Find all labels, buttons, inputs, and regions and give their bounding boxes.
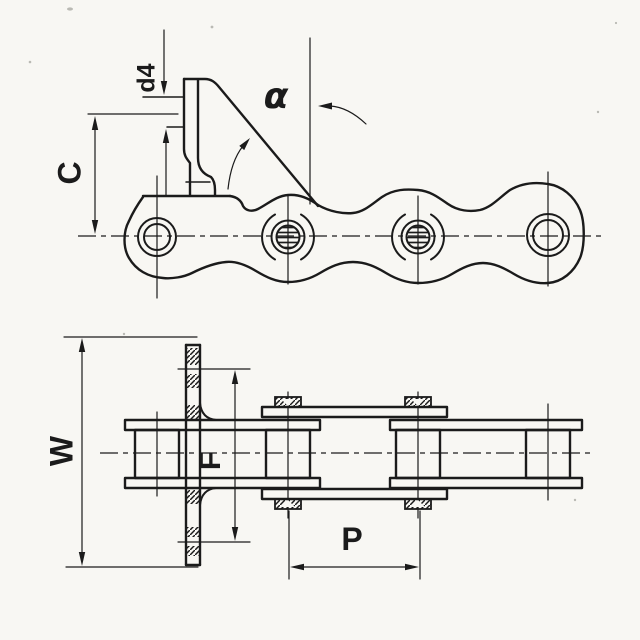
side-view: d4 C α xyxy=(51,29,606,299)
dim-label-w: W xyxy=(43,435,79,466)
inner-plates xyxy=(123,418,584,490)
lug-slope-edge xyxy=(182,77,320,208)
outer-plates xyxy=(260,405,449,501)
dim-label-d4: d4 xyxy=(133,63,161,92)
dim-label-c: C xyxy=(51,161,87,184)
plan-view: W F P xyxy=(43,336,592,580)
lug-left-edge xyxy=(182,77,192,197)
roller-left xyxy=(137,217,177,257)
bend-fillet-bottom xyxy=(199,487,217,506)
attachment-lug xyxy=(141,77,320,208)
scan-specks xyxy=(28,7,618,502)
dim-label-alpha: α xyxy=(264,76,289,117)
plan-rollers xyxy=(133,428,572,480)
pin-3 xyxy=(400,219,436,255)
attachment-strip xyxy=(184,343,217,567)
roller-right xyxy=(526,213,570,257)
dim-c: C xyxy=(51,113,179,234)
dim-label-f: F xyxy=(194,452,227,470)
dim-label-p: P xyxy=(341,521,362,557)
lug-right-edge xyxy=(196,78,217,197)
dim-alpha: α xyxy=(227,37,367,205)
chain-outline xyxy=(123,181,585,285)
dim-f: F xyxy=(177,368,251,543)
dim-w: W xyxy=(43,336,199,568)
dim-p: P xyxy=(288,510,421,580)
bend-fillet-top xyxy=(199,402,217,421)
inner-plate-arcs xyxy=(261,213,445,261)
pin-rivet-ends xyxy=(274,396,432,510)
dim-d4: d4 xyxy=(133,29,170,196)
plan-pin-centerlines xyxy=(156,391,549,519)
pin-2 xyxy=(270,219,306,255)
